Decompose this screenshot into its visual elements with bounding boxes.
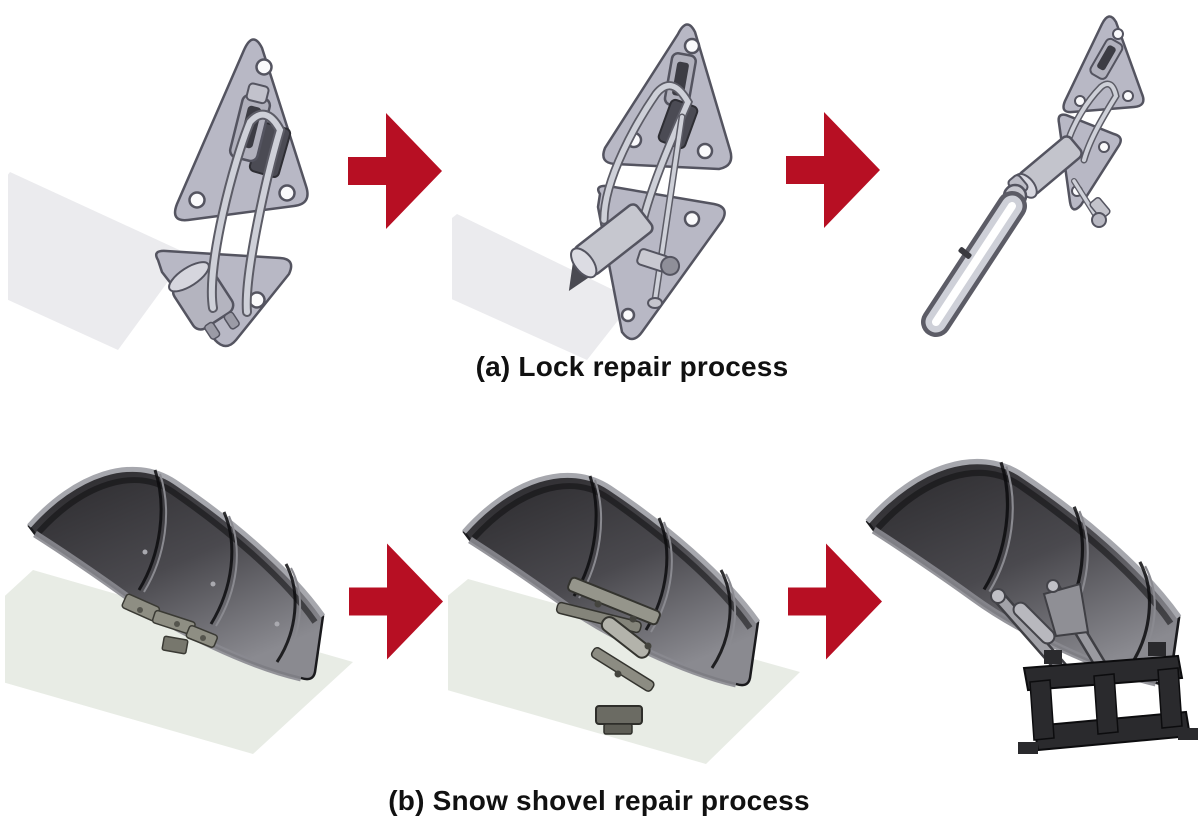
- bolt-assembly: [1071, 178, 1111, 228]
- right-block-arrow-icon: [349, 540, 444, 669]
- right-block-arrow-icon: [788, 540, 883, 669]
- mount-linkage: [555, 576, 661, 735]
- lock-stage-3-image: [866, 6, 1196, 356]
- latch-cup: [168, 261, 240, 340]
- mount-frame: [1018, 642, 1198, 754]
- replacement-cylinder: [568, 203, 681, 291]
- latch-keeper: [1089, 37, 1124, 80]
- right-block-arrow-icon: [348, 113, 443, 235]
- ground-plane: [8, 172, 188, 350]
- lock-stage-2-image: [452, 2, 797, 360]
- blade: [27, 466, 326, 682]
- caption-snow-shovel-repair-process: (b) Snow shovel repair process: [388, 785, 810, 816]
- blade: [865, 458, 1182, 687]
- caption-lock-repair-process: (a) Lock repair process: [475, 351, 789, 382]
- ground-plane: [5, 570, 353, 754]
- ground-plane: [452, 214, 634, 360]
- shovel-stage-2-image: [448, 434, 813, 769]
- blade-ribs: [137, 469, 301, 665]
- latch-bail: [599, 81, 694, 239]
- shovel-stage-3-image: [848, 436, 1200, 771]
- handle-loop: [921, 191, 1027, 337]
- mount-arms: [990, 579, 1113, 685]
- right-block-arrow-icon: [786, 112, 881, 234]
- mount-hardware: [121, 593, 219, 655]
- lock-stage-1-image: [8, 10, 343, 355]
- latch-bail: [1062, 80, 1120, 164]
- latch-bail: [207, 109, 286, 317]
- shovel-stage-1-image: [5, 432, 385, 767]
